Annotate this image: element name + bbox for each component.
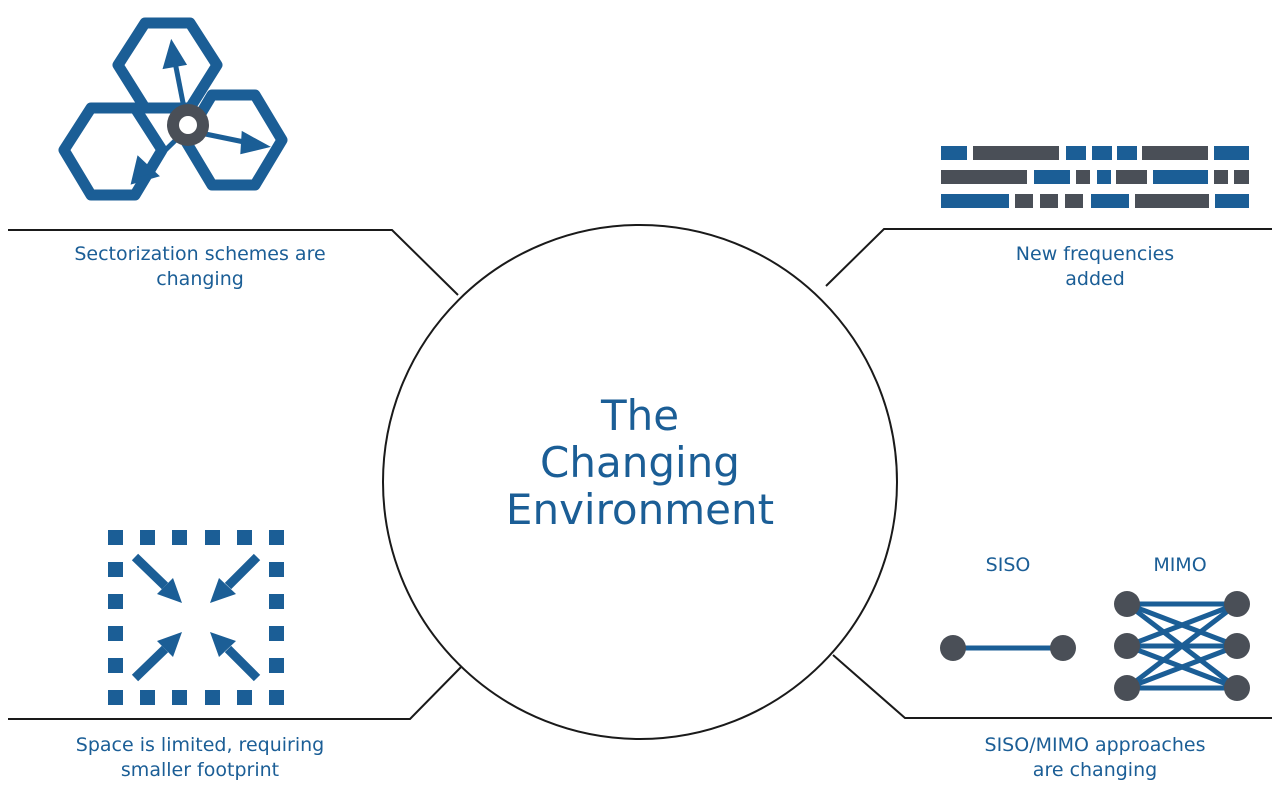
space-label-line-1: Space is limited, requiring xyxy=(75,734,325,756)
frequencies-label-line-2: added xyxy=(1065,268,1125,290)
connector-top-left xyxy=(8,229,459,296)
connector-lines xyxy=(8,228,1272,720)
center-title-line-3: Environment xyxy=(505,485,775,534)
sectorization-label-line-2: changing xyxy=(156,268,244,290)
frequency-blocks-icon xyxy=(941,146,1249,208)
siso-title: SISO xyxy=(985,554,1031,576)
three-hexagon-sector-icon xyxy=(58,17,288,201)
mimo-title: MIMO xyxy=(1153,554,1207,576)
frequencies-label-line-1: New frequencies xyxy=(1015,243,1175,265)
sectorization-label: Sectorization schemes are changing xyxy=(20,242,380,292)
siso-mimo-label: SISO/MIMO approaches are changing xyxy=(935,733,1255,783)
center-circle xyxy=(382,224,898,740)
connector-top-right xyxy=(825,228,1272,287)
compress-arrows-icon xyxy=(108,530,284,705)
connector-bottom-right xyxy=(832,654,1272,719)
center-title-line-1: The xyxy=(600,391,680,440)
space-label: Space is limited, requiring smaller foot… xyxy=(20,733,380,783)
mimo-mesh-icon xyxy=(1114,591,1250,701)
siso-mimo-label-line-1: SISO/MIMO approaches xyxy=(984,734,1206,756)
frequencies-label: New frequencies added xyxy=(945,242,1245,292)
center-title: The Changing Environment xyxy=(470,392,810,533)
space-label-line-2: smaller footprint xyxy=(120,759,280,781)
siso-mimo-label-line-2: are changing xyxy=(1032,759,1158,781)
center-title-line-2: Changing xyxy=(540,438,740,487)
sectorization-label-line-1: Sectorization schemes are xyxy=(74,243,326,265)
connector-bottom-left xyxy=(8,662,466,720)
siso-link-icon xyxy=(940,635,1076,661)
